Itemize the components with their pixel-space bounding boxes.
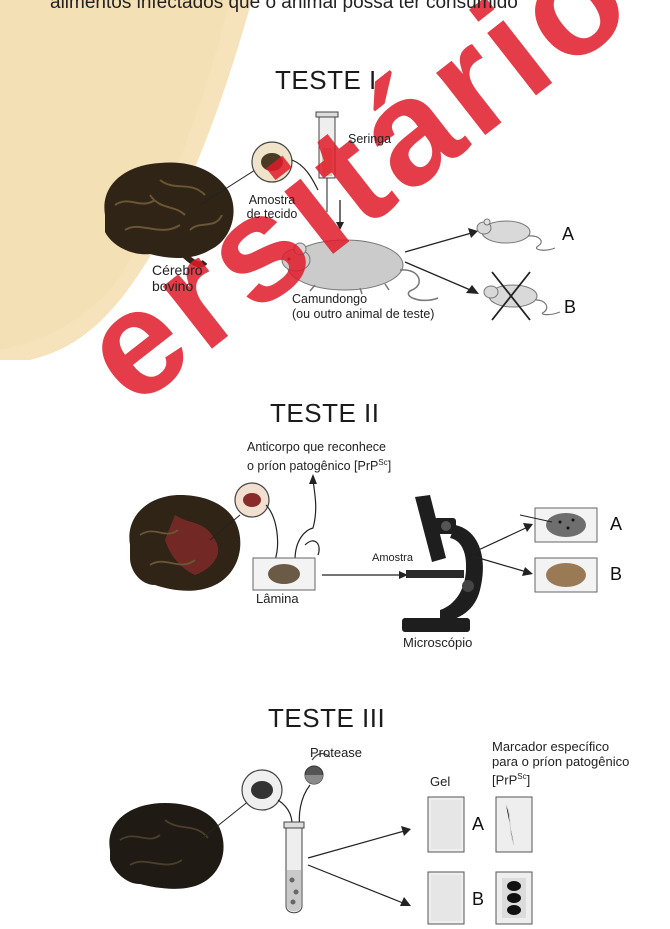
syringe-icon: [315, 111, 339, 212]
mouse-icon-dead: [483, 271, 561, 321]
microscope-label: Microscópio: [403, 635, 473, 650]
test1-title: TESTE I: [275, 65, 377, 95]
protease-dropper-icon: [304, 753, 331, 785]
slide-icon: [252, 557, 316, 591]
gel-b-label: B: [472, 889, 485, 909]
connector-line: [209, 514, 241, 541]
header-text: alimentos infectados que o animal possa …: [50, 0, 518, 13]
arrow-down-icon: [336, 200, 344, 230]
highlight-band-inner: [0, 0, 230, 350]
mouse-icon-large: [281, 239, 439, 302]
connector-line: [199, 169, 256, 206]
arrow-to-outcome-b: [404, 261, 479, 294]
protease-label: Protease: [310, 745, 363, 760]
arrow-to-outcome-a: [404, 228, 478, 253]
gel-b-right: [495, 871, 533, 925]
arrow-curl: [304, 540, 320, 556]
arrow-sample-to-slide: [265, 504, 279, 561]
mouse-icon-alive: [476, 218, 556, 251]
tissue-sample-icon-test3: [241, 769, 283, 811]
slide-label: Lâmina: [256, 591, 299, 606]
mouse-label: Camundongo(ou outro animal de teste): [292, 292, 435, 321]
brain-icon-test1: [104, 162, 234, 268]
arrow-antibody: [294, 479, 317, 561]
tissue-sample-icon-test1: [251, 141, 293, 183]
test3-title: TESTE III: [268, 703, 386, 733]
test-tube-icon: [283, 821, 305, 914]
brain-icon-test2: [129, 495, 241, 591]
result-slide-b: [534, 557, 598, 593]
microscope-icon: [402, 495, 483, 632]
connector-line: [199, 799, 251, 841]
arrow-to-gel-a: [307, 826, 411, 859]
test2-title: TESTE II: [270, 398, 380, 428]
outcome-b-label: B: [564, 297, 577, 317]
arrow-sample-to-syringe: [291, 159, 319, 191]
gel-label: Gel: [430, 774, 451, 789]
result-a-label: A: [610, 514, 623, 534]
syringe-label: Seringa: [348, 132, 392, 146]
arrow-to-result-b: [471, 555, 533, 576]
result-slide-a: [519, 507, 598, 543]
outcome-a-label: A: [562, 224, 575, 244]
arrow-to-gel-b: [307, 864, 411, 906]
sample-label-test2: Amostra: [372, 552, 413, 564]
arrow-to-result-a: [471, 523, 533, 554]
gel-a-right: [495, 796, 533, 853]
arrow-slide-to-microscope: [322, 571, 408, 579]
tissue-sample-icon-test2: [234, 482, 270, 518]
result-b-label: B: [610, 564, 623, 584]
gel-b-left: [427, 871, 465, 925]
brain-icon-test3: [109, 803, 224, 889]
gel-a-left: [427, 796, 465, 853]
gel-a-label: A: [472, 814, 485, 834]
